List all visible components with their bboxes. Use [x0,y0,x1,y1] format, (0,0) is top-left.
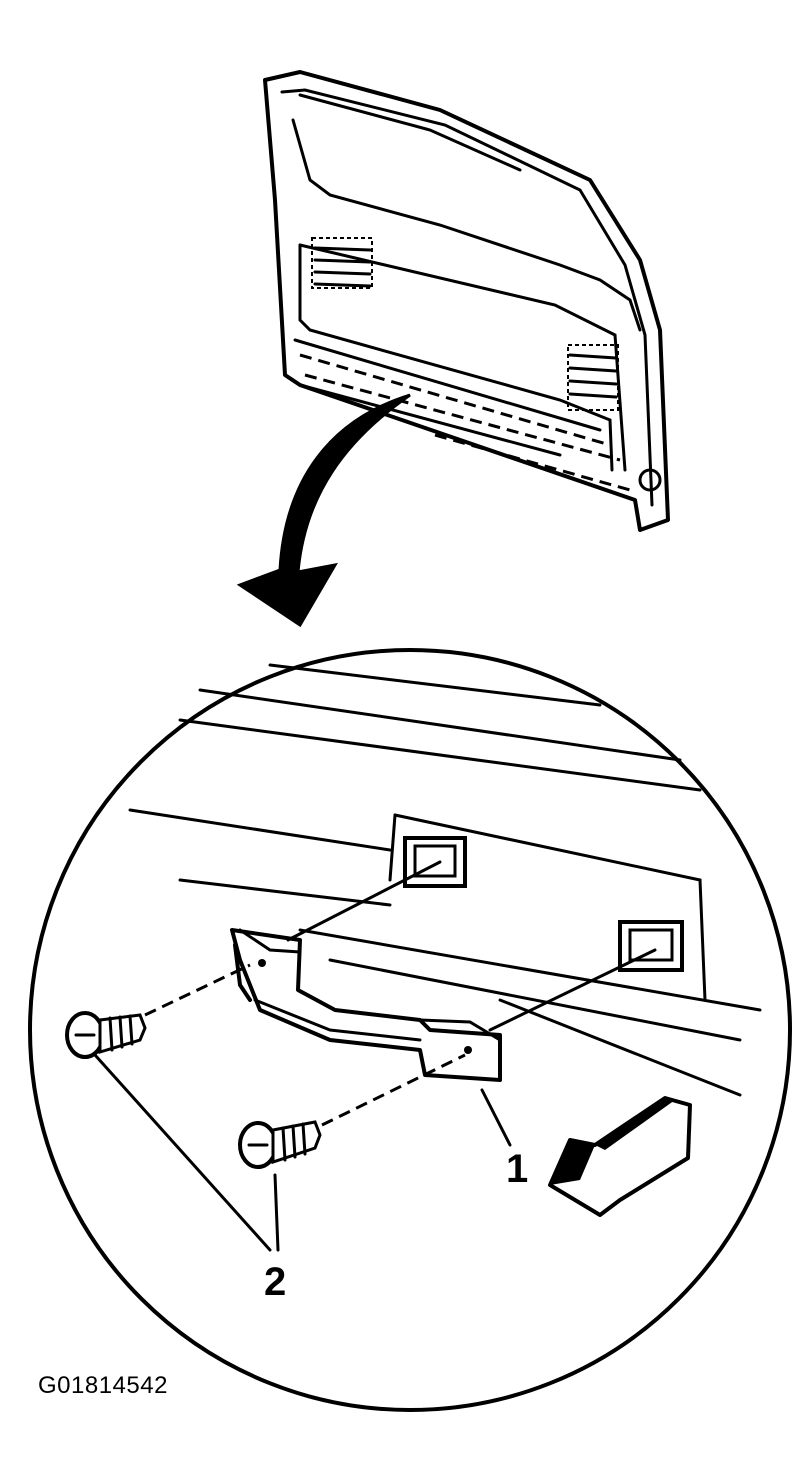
callout-1: 1 [506,1147,528,1191]
screw-icon [238,1120,322,1169]
screw-path-upper [144,963,251,1017]
mounting-pocket-right [618,920,684,972]
panel-lines [128,663,762,1097]
callout-2: 2 [264,1260,286,1304]
speaker-grille-right [567,344,619,411]
pull-handle-icon [230,928,502,1082]
alignment-line-left [286,860,442,942]
leader-line-1 [480,1088,512,1147]
screw-icon [65,1011,147,1059]
figure-id: G01814542 [38,1372,168,1399]
liftgate-panel-icon [263,70,670,532]
forward-direction-arrow-icon [548,1096,692,1217]
speaker-grille-left [311,237,373,289]
leader-line-2b [273,1173,280,1252]
magnified-detail-circle: 1 2 [28,648,792,1412]
leader-line-2a [93,1053,272,1252]
screw-path-lower [321,1053,466,1127]
alignment-line-right [488,948,657,1032]
mounting-pocket-left [403,836,467,888]
curved-arrow-icon [236,393,411,628]
